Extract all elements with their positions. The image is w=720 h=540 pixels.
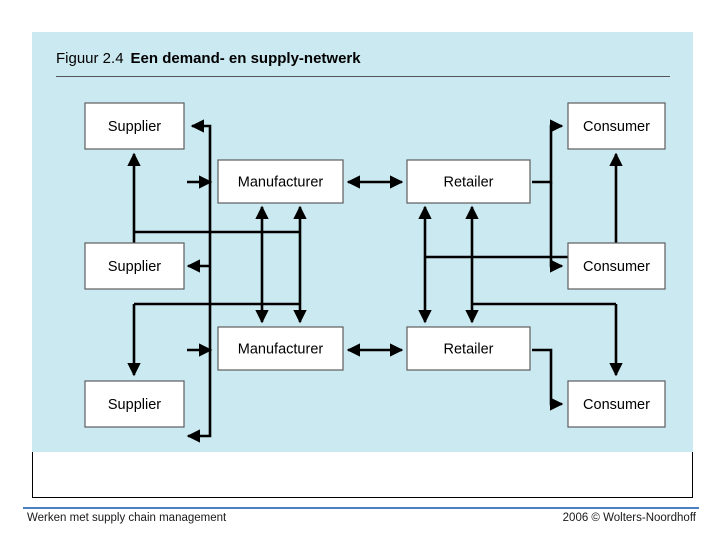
node-supplier-3[interactable]: Supplier	[84, 380, 185, 428]
node-supplier-3-label: Supplier	[108, 397, 161, 413]
figure-panel: Figuur 2.4 Een demand- en supply-netwerk	[32, 32, 693, 452]
edge-retailer2-to-consumer3	[532, 348, 564, 411]
node-consumer-3[interactable]: Consumer	[567, 380, 666, 428]
node-consumer-2-label: Consumer	[583, 259, 650, 275]
edge-retailer1-to-consumer2	[549, 182, 564, 273]
network-diagram: Supplier Supplier Supplier Manufacturer	[84, 102, 666, 443]
node-retailer-1[interactable]: Retailer	[406, 159, 531, 204]
edge-to-supplier3-right	[186, 332, 212, 443]
figure-header: Figuur 2.4 Een demand- en supply-netwerk	[56, 50, 670, 82]
edge-retailer1-to-consumer1	[532, 119, 564, 184]
edge-manufacturer-to-supplier1	[190, 119, 212, 332]
node-consumer-1-label: Consumer	[583, 119, 650, 135]
node-manufacturer-2[interactable]: Manufacturer	[217, 326, 344, 371]
node-supplier-1-label: Supplier	[108, 119, 161, 135]
node-layer: Supplier Supplier Supplier Manufacturer	[84, 102, 666, 428]
figure-number: Figuur 2.4	[56, 50, 124, 67]
node-retailer-2-label: Retailer	[444, 341, 494, 357]
node-manufacturer-1-label: Manufacturer	[238, 174, 324, 190]
footer-rule	[23, 507, 699, 509]
node-consumer-2[interactable]: Consumer	[567, 242, 666, 290]
node-manufacturer-2-label: Manufacturer	[238, 341, 324, 357]
connector-layer	[127, 119, 623, 443]
node-retailer-1-label: Retailer	[444, 174, 494, 190]
node-consumer-1[interactable]: Consumer	[567, 102, 666, 150]
node-retailer-2[interactable]: Retailer	[406, 326, 531, 371]
node-supplier-1[interactable]: Supplier	[84, 102, 185, 150]
figure-title: Een demand- en supply-netwerk	[130, 50, 361, 67]
footer-right-text: 2006 © Wolters-Noordhoff	[562, 512, 696, 524]
figure-rule	[56, 76, 670, 77]
footer-left-text: Werken met supply chain management	[27, 512, 227, 524]
figure-caption: Figuur 2.4 Een demand- en supply-netwerk	[56, 50, 670, 68]
node-supplier-2[interactable]: Supplier	[84, 242, 185, 290]
node-supplier-2-label: Supplier	[108, 259, 161, 275]
node-manufacturer-1[interactable]: Manufacturer	[217, 159, 344, 204]
node-consumer-3-label: Consumer	[583, 397, 650, 413]
